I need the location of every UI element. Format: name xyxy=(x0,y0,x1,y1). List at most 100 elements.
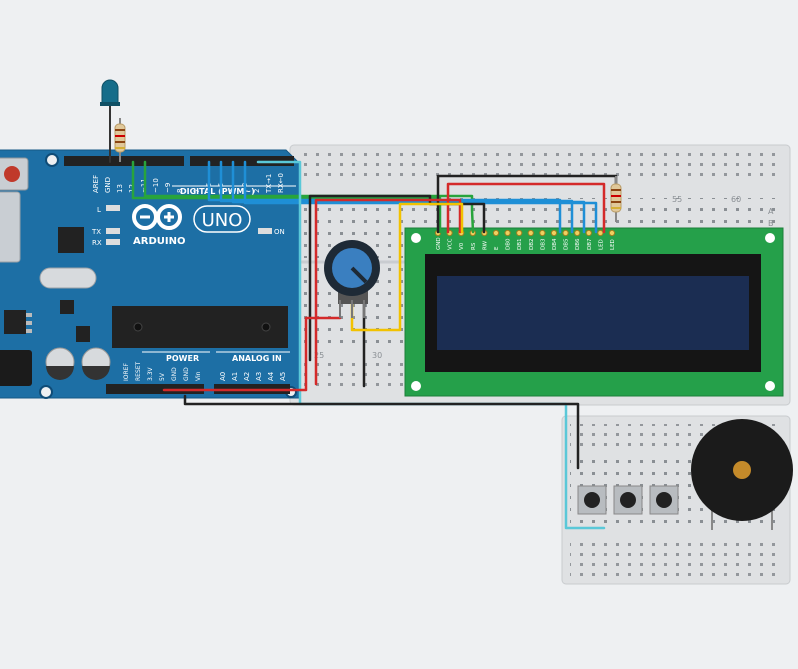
lcd-pin[interactable] xyxy=(492,229,500,237)
on-led xyxy=(258,228,272,234)
digital-pin-label: ~10 xyxy=(152,178,160,193)
wire-green xyxy=(143,160,475,234)
analog-header-label: ANALOG IN xyxy=(232,354,282,363)
lcd-pin[interactable] xyxy=(504,229,511,237)
lcd-pin-label: DB3 xyxy=(540,238,546,250)
analog-pin-label: A5 xyxy=(279,372,287,381)
lcd-pin[interactable] xyxy=(585,229,592,237)
digital-pin-label: GND xyxy=(104,177,112,193)
power-header-label: POWER xyxy=(166,354,199,363)
lcd-pin[interactable] xyxy=(574,229,581,237)
l-led-label: L xyxy=(97,206,101,214)
lcd-pin-label: V0 xyxy=(459,242,465,250)
digital-pin-label: AREF xyxy=(92,175,100,193)
tx-led xyxy=(106,228,120,234)
l-led xyxy=(106,205,120,211)
lcd-pin[interactable] xyxy=(527,229,534,237)
resistor-icon[interactable] xyxy=(114,118,126,162)
wire-red xyxy=(446,182,606,234)
lcd-pin-label: VCC xyxy=(448,238,454,250)
pushbutton-icon[interactable] xyxy=(649,485,679,515)
row-letter: B xyxy=(768,219,774,228)
lcd-pin[interactable] xyxy=(608,229,616,237)
led-icon[interactable] xyxy=(100,79,120,106)
lcd-mount-hole xyxy=(411,381,421,391)
lcd-mount-hole xyxy=(411,233,421,243)
lcd-pin[interactable] xyxy=(562,229,569,237)
lcd-screen xyxy=(437,276,749,350)
power-pin-labels: IOREF RESET 3.3V 5V GND GND Vin xyxy=(123,361,202,381)
lcd-mount-hole xyxy=(765,381,775,391)
crystal-oscillator xyxy=(39,267,97,289)
digital-pin-label: 2 xyxy=(253,189,261,193)
lcd-pin[interactable] xyxy=(516,229,523,237)
analog-pin-label: A4 xyxy=(267,371,275,381)
lcd-pin[interactable] xyxy=(539,229,546,237)
buzzer-icon[interactable] xyxy=(691,419,793,530)
mounting-hole xyxy=(39,385,53,399)
lcd-pin-label: LED xyxy=(598,239,604,250)
on-led-label: ON xyxy=(274,228,285,236)
column-number: 55 xyxy=(672,195,682,204)
row-letter: A xyxy=(768,207,774,216)
lcd-pin-label: DB6 xyxy=(575,238,581,250)
rx-label: RX xyxy=(92,239,102,247)
lcd-pin-label: RS xyxy=(471,242,477,250)
lcd-pin-label: RW xyxy=(482,240,488,250)
usb-port xyxy=(0,191,21,263)
brand-name: ARDUINO xyxy=(133,236,185,247)
digital-header-label: DIGITAL (PWM~) xyxy=(180,187,255,196)
power-pin-label: 5V xyxy=(159,372,166,381)
lcd-mount-hole xyxy=(765,233,775,243)
power-jack xyxy=(0,350,32,386)
lcd-pin-label: DB0 xyxy=(506,238,512,250)
lcd-pin-label: GND xyxy=(436,237,442,250)
digital-pin-label: 8 xyxy=(176,189,184,193)
analog-pin-label: A3 xyxy=(255,372,263,381)
rx-led xyxy=(106,239,120,245)
wire-black xyxy=(183,394,580,470)
column-number: 25 xyxy=(314,351,324,360)
power-pin-label: Vin xyxy=(195,371,202,381)
lcd-pin-label: E xyxy=(494,246,500,250)
wire-green xyxy=(131,160,442,234)
lcd-pin[interactable] xyxy=(597,229,604,237)
power-pin-label: IOREF xyxy=(123,363,130,381)
arduino-uno-board[interactable]: ARDUINO UNO L TX RX ON DIGITAL (PWM~) AR… xyxy=(0,149,301,399)
model-name: UNO xyxy=(202,210,243,231)
digital-pin-label: TX→1 xyxy=(265,174,273,194)
digital-pin-label: 13 xyxy=(116,184,124,193)
pushbutton-icon[interactable] xyxy=(613,485,643,515)
power-pin-label: RESET xyxy=(135,361,142,381)
potentiometer-icon[interactable] xyxy=(324,240,380,318)
lcd-pin-label: DB2 xyxy=(529,238,535,250)
mounting-hole xyxy=(45,153,59,167)
digital-header-right[interactable] xyxy=(190,156,294,166)
digital-pin-label: 7 xyxy=(193,189,201,193)
column-number: 60 xyxy=(731,195,741,204)
power-header[interactable] xyxy=(106,384,204,394)
wire-red xyxy=(314,198,462,386)
lcd-pin-label: LED xyxy=(610,239,616,250)
lcd-pin[interactable] xyxy=(550,229,558,237)
analog-pin-label: A2 xyxy=(243,372,251,381)
arduino-logo-icon xyxy=(132,204,182,230)
wire-red xyxy=(162,316,342,392)
digital-header-left[interactable] xyxy=(64,156,184,166)
pushbutton-icon[interactable] xyxy=(577,485,607,515)
lcd-pin-label: DB7 xyxy=(587,238,593,250)
power-pin-label: 3.3V xyxy=(147,366,154,381)
regulator-chip xyxy=(58,227,84,253)
tx-label: TX xyxy=(91,228,101,236)
analog-pin-label: A1 xyxy=(231,372,239,381)
resistor-icon[interactable] xyxy=(610,176,622,222)
power-pin-label: GND xyxy=(171,367,178,381)
column-number: 30 xyxy=(372,351,382,360)
wire-yellow xyxy=(350,202,464,332)
power-pin-label: GND xyxy=(183,367,190,381)
